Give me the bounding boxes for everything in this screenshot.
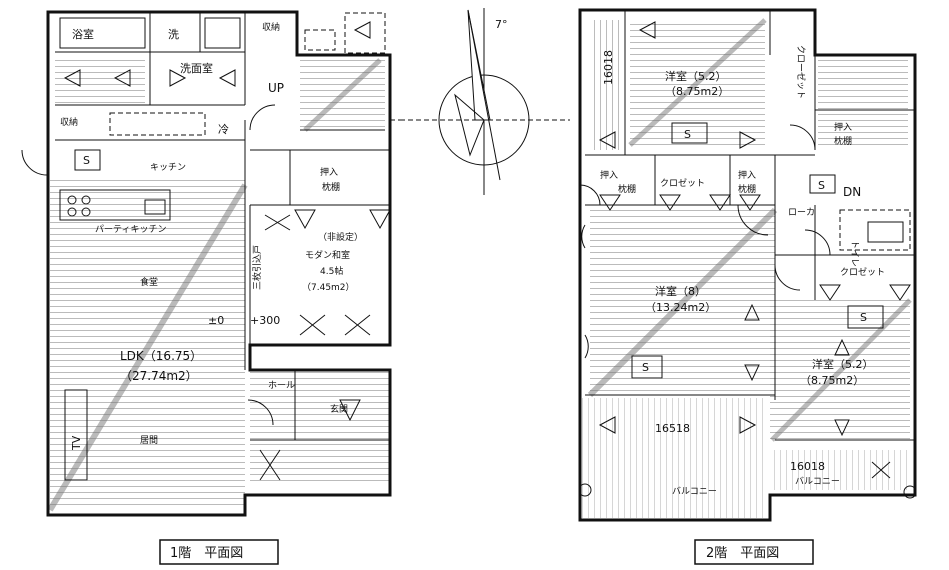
washroom-label: 洗面室 bbox=[180, 61, 213, 75]
corridor-label: ローカ bbox=[788, 207, 815, 218]
emergency-label: （非設定） bbox=[318, 231, 363, 243]
floor2-caption-box bbox=[694, 539, 814, 565]
entrance-label: 玄関 bbox=[330, 403, 348, 415]
hall-label: ホール bbox=[268, 380, 295, 391]
western-right-label: 洋室（5.2） bbox=[812, 357, 874, 371]
level-300-label: +300 bbox=[250, 314, 280, 327]
s-top-label: S bbox=[684, 128, 691, 141]
dining-label: 食堂 bbox=[140, 276, 158, 288]
western-top-area-label: （8.75m2） bbox=[665, 85, 729, 98]
oshiire-mid-label: 押入 bbox=[738, 169, 756, 181]
ldk-area-label: （27.74m2） bbox=[120, 369, 198, 383]
washitsu-label: モダン和室 bbox=[305, 249, 350, 261]
closet-top-label: クローゼット bbox=[795, 45, 807, 99]
bath-label: 浴室 bbox=[72, 27, 94, 41]
oshiire-right-label: 押入 bbox=[834, 121, 852, 133]
compass: 7° bbox=[400, 8, 570, 195]
toilet-label: トイレ bbox=[849, 240, 859, 267]
living-label: 居間 bbox=[140, 435, 158, 446]
floor1-caption: 1階 平面図 bbox=[170, 546, 243, 561]
kitchen-label: キッチン bbox=[150, 162, 186, 173]
sliding-door-label: 三枚引込戸 bbox=[251, 245, 263, 290]
party-kitchen-label: パーティキッチン bbox=[95, 224, 166, 235]
dim-16018-right-label: 16018 bbox=[790, 460, 825, 473]
dim-16518-label: 16518 bbox=[655, 422, 690, 435]
ldk-label: LDK（16.75） bbox=[120, 349, 202, 363]
western-8-label: 洋室（8） bbox=[655, 284, 706, 298]
s-dn-label: S bbox=[818, 179, 825, 192]
floor1-caption-box bbox=[159, 539, 279, 565]
oshiire-left-label: 押入 bbox=[600, 169, 618, 181]
tv-label: TV bbox=[70, 435, 83, 451]
closet-mid-label: クロゼット bbox=[660, 177, 705, 189]
balcony-right-label: バルコニー bbox=[795, 476, 840, 487]
dim-16018-left-label: 16018 bbox=[602, 50, 615, 85]
makuradana-mid-label: 枕棚 bbox=[738, 183, 756, 195]
closet-right-label: クロゼット bbox=[840, 266, 885, 278]
compass-angle-label: 7° bbox=[495, 18, 508, 31]
makuradana-left-label: 枕棚 bbox=[618, 183, 636, 195]
makuradana-right-label: 枕棚 bbox=[834, 135, 852, 147]
washitsu-area-label: （7.45m2） bbox=[302, 282, 355, 293]
storage-top-label: 収納 bbox=[262, 21, 280, 33]
balcony-bottom-label: バルコニー bbox=[672, 486, 717, 497]
western-right-area-label: （8.75m2） bbox=[800, 374, 864, 387]
washitsu-size-label: 4.5帖 bbox=[320, 265, 343, 277]
floor1-plan: 浴室 洗 収納 洗面室 UP 収納 冷 S キッチン パーティキッチン 押入 枕… bbox=[21, 10, 392, 565]
wash-label: 洗 bbox=[168, 28, 179, 41]
makuradana-label: 枕棚 bbox=[322, 181, 340, 193]
s-right-label: S bbox=[860, 311, 867, 324]
level-zero-label: ±0 bbox=[208, 314, 224, 327]
floor2-plan: 16018 洋室（5.2） （8.75m2） クローゼット S 押入 枕棚 押入… bbox=[578, 8, 917, 565]
western-8-area-label: （13.24m2） bbox=[645, 301, 716, 314]
oshiire-label: 押入 bbox=[320, 166, 338, 178]
s-left-label: S bbox=[642, 361, 649, 374]
storage-left-label: 収納 bbox=[60, 116, 78, 128]
fridge-label: 冷 bbox=[218, 123, 229, 136]
s-mark-label: S bbox=[83, 154, 90, 167]
dn-label: DN bbox=[843, 185, 861, 199]
western-top-label: 洋室（5.2） bbox=[665, 69, 727, 83]
floor2-caption: 2階 平面図 bbox=[706, 546, 779, 561]
up-label: UP bbox=[268, 81, 284, 95]
